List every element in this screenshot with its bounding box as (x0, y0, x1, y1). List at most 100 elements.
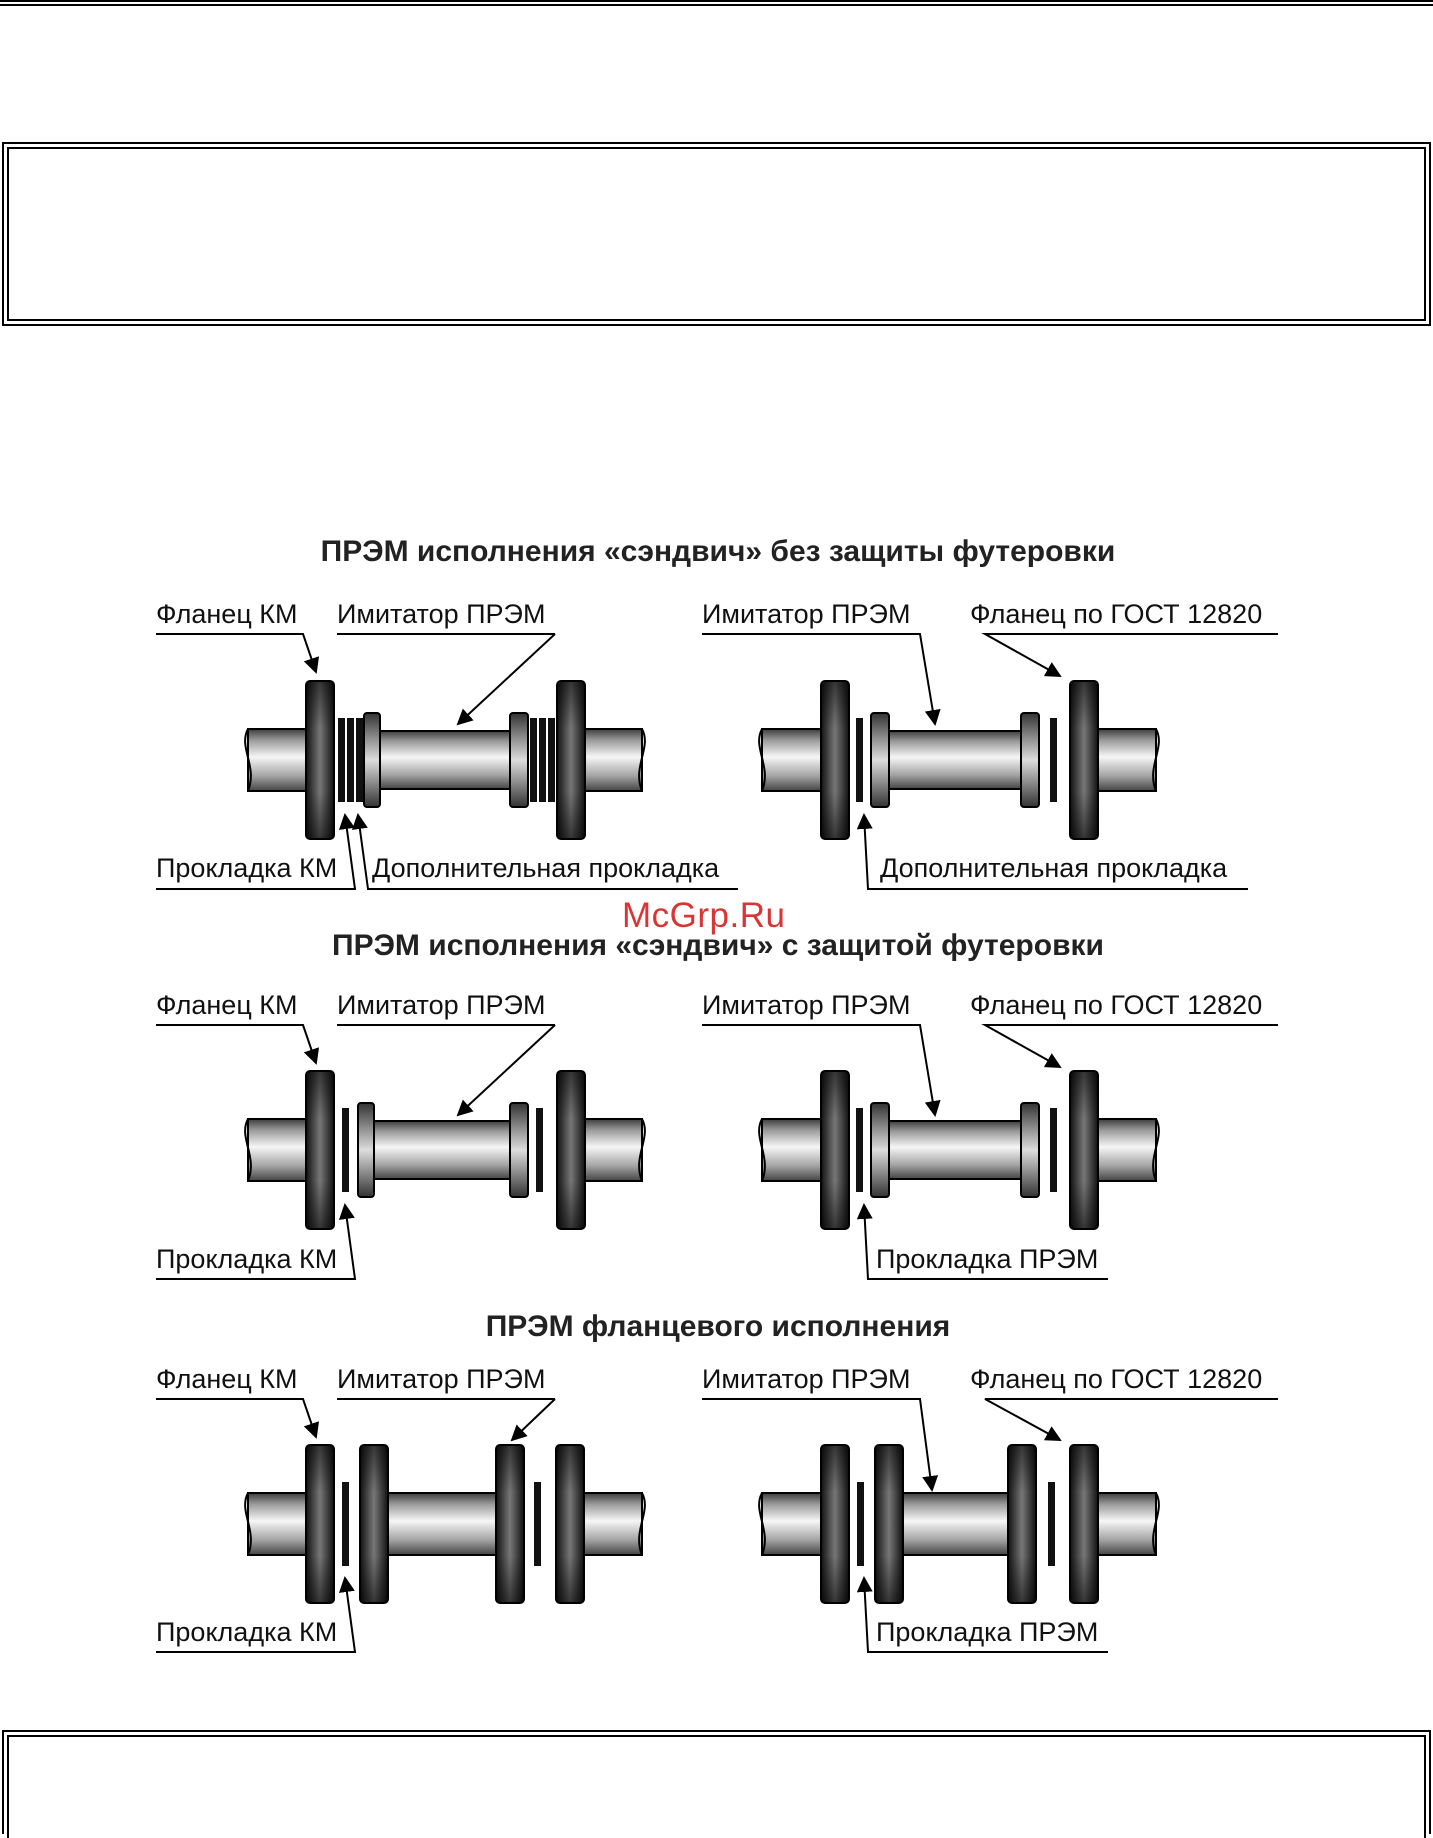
leader-gost-flange-2 (981, 1024, 1278, 1068)
pipe-left-s3 (247, 1492, 309, 1556)
pipe-break-right-s3 (1152, 1492, 1160, 1556)
flange-km-left-s2-shade (306, 1071, 334, 1229)
gasket-r1-s2 (536, 1108, 543, 1192)
gasket-l1-s2 (342, 1108, 349, 1192)
imitator-collar-left-s2 (870, 1102, 890, 1198)
pipe-break-right-s2 (1152, 1118, 1160, 1182)
flange-gost-s1-shade (1070, 681, 1098, 839)
imitator-body-s2 (371, 1120, 513, 1180)
section-title-1: ПРЭМ исполнения «сэндвич» без защиты фут… (321, 535, 1116, 568)
flange-left-s3-shade (821, 1445, 849, 1603)
leader-extra-gasket-1r (856, 813, 1248, 890)
gasket-l1-s3 (342, 1482, 349, 1566)
imitator-body-s1 (887, 730, 1025, 790)
gasket-l3-s1 (356, 718, 363, 802)
label-extra-gasket-1r: Дополнительная прокладка (880, 853, 1228, 883)
imitator-flange-right-s3-shade (1008, 1445, 1036, 1603)
label-flange-km-1: Фланец КМ (156, 599, 298, 629)
flange-left-s1-shade (821, 681, 849, 839)
flange-km-left-s1-shade (306, 681, 334, 839)
leader-extra-gasket-1l (351, 813, 738, 890)
imitator-flange-left-s3-shade (875, 1445, 903, 1603)
imitator-body-s3 (899, 1492, 1011, 1556)
imitator-body-s1 (371, 730, 513, 790)
pipe-right-s1 (1093, 728, 1157, 792)
label-gasket-prem-3: Прокладка ПРЭМ (876, 1617, 1098, 1647)
leader-flange-km-2 (156, 1024, 320, 1065)
pipe-break-left-s2 (758, 1118, 766, 1182)
label-flange-km-3: Фланец КМ (156, 1364, 298, 1394)
label-imitator-1r: Имитатор ПРЭМ (702, 599, 910, 629)
pipe-left-s2 (761, 1118, 825, 1182)
imitator-collar-right-s2 (1020, 1102, 1040, 1198)
gasket-l1-s3 (857, 1482, 864, 1566)
pipe-break-right-s1 (1152, 728, 1160, 792)
pipe-break-right-s1 (638, 728, 646, 792)
imitator-collar-right-s1 (1020, 712, 1040, 808)
label-imitator-3l: Имитатор ПРЭМ (337, 1364, 545, 1394)
pipe-break-left-s3 (758, 1492, 766, 1556)
leader-gost-flange-1 (981, 633, 1278, 677)
imitator-collar-left-s1 (363, 712, 381, 808)
leader-gasket-km-3 (156, 1576, 357, 1653)
watermark-text: McGrp.Ru (622, 896, 786, 935)
pipe-left-s2 (247, 1118, 309, 1182)
flange-left-s2-shade (821, 1071, 849, 1229)
leader-gasket-prem-3 (856, 1576, 1108, 1653)
leader-imitator-2l (337, 1024, 556, 1117)
label-flange-km-2: Фланец КМ (156, 990, 298, 1020)
imitator-flange-left-s3-shade (360, 1445, 388, 1603)
gasket-r2-s1 (539, 718, 546, 802)
gasket-r1-s1 (530, 718, 537, 802)
label-gost-flange-3: Фланец по ГОСТ 12820 (970, 1364, 1262, 1394)
imitator-flange-right-s3-shade (496, 1445, 524, 1603)
label-gasket-km-1: Прокладка КМ (156, 853, 337, 883)
leader-imitator-3r (702, 1398, 939, 1492)
gasket-r1-s3 (1048, 1482, 1055, 1566)
label-gost-flange-1: Фланец по ГОСТ 12820 (970, 599, 1262, 629)
section-title-3: ПРЭМ фланцевого исполнения (486, 1310, 951, 1343)
assembly-left-s2 (244, 1070, 646, 1230)
label-gasket-km-2: Прокладка КМ (156, 1244, 337, 1274)
assembly-right-s3 (758, 1444, 1160, 1604)
pipe-break-right-s3 (638, 1492, 646, 1556)
imitator-body-s3 (385, 1492, 499, 1556)
leader-imitator-3l (337, 1398, 556, 1442)
assembly-right-s2 (758, 1070, 1160, 1230)
imitator-collar-left-s1 (870, 712, 890, 808)
flange-gost-s2-shade (1070, 1071, 1098, 1229)
leader-imitator-1l (337, 633, 556, 726)
imitator-collar-right-s1 (509, 712, 529, 808)
flange-gost-s3-shade (1070, 1445, 1098, 1603)
gasket-r1-s1 (1050, 718, 1057, 802)
footer-frame (2, 1730, 1431, 1838)
pipe-right-s2 (1093, 1118, 1157, 1182)
pipe-break-left-s1 (758, 728, 766, 792)
pipe-break-left-s3 (244, 1492, 252, 1556)
gasket-r1-s3 (534, 1482, 541, 1566)
top-border (0, 0, 1433, 6)
gasket-r1-s2 (1050, 1108, 1057, 1192)
assemblies-group (244, 680, 1160, 1604)
flange-km-right-s3-shade (556, 1445, 584, 1603)
assembly-left-s1 (244, 680, 646, 840)
pipe-break-right-s2 (638, 1118, 646, 1182)
label-gost-flange-2: Фланец по ГОСТ 12820 (970, 990, 1262, 1020)
leader-flange-km-3 (156, 1398, 320, 1439)
gasket-l1-s1 (338, 718, 345, 802)
imitator-collar-left-s2 (357, 1102, 375, 1198)
label-imitator-2l: Имитатор ПРЭМ (337, 990, 545, 1020)
pipe-left-s1 (247, 728, 309, 792)
imitator-body-s2 (887, 1120, 1025, 1180)
flange-km-left-s3-shade (306, 1445, 334, 1603)
leader-gasket-km-1 (156, 813, 357, 890)
label-imitator-2r: Имитатор ПРЭМ (702, 990, 910, 1020)
label-extra-gasket-1l: Дополнительная прокладка (372, 853, 720, 883)
label-gasket-km-3: Прокладка КМ (156, 1617, 337, 1647)
leader-flange-km-1 (156, 633, 320, 674)
gasket-l1-s1 (856, 718, 863, 802)
gasket-r3-s1 (548, 718, 555, 802)
label-gasket-prem-2: Прокладка ПРЭМ (876, 1244, 1098, 1274)
flange-km-right-s1-shade (557, 681, 585, 839)
pipe-right-s1 (583, 728, 643, 792)
